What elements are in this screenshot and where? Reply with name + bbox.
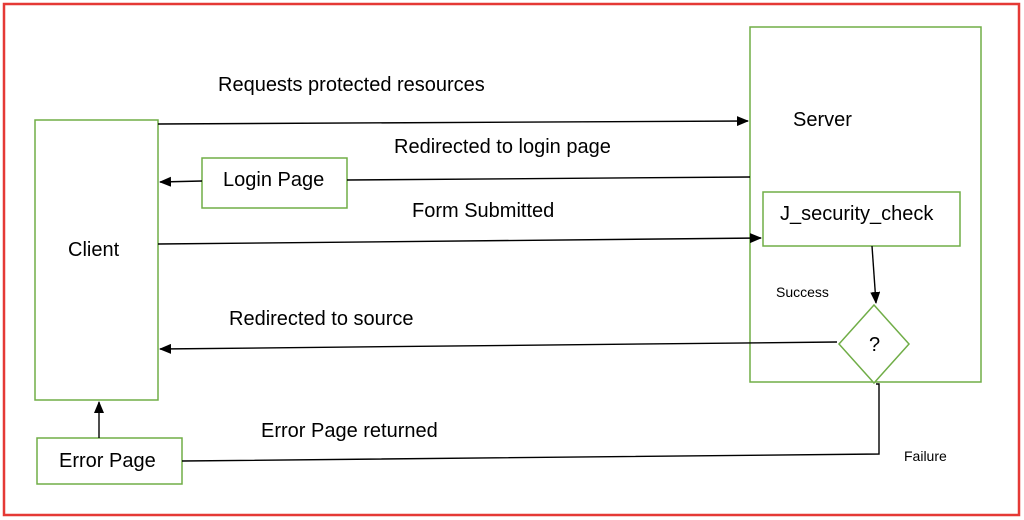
security-check-label: J_security_check: [780, 203, 934, 225]
form-submit-arrow: [157, 233, 762, 245]
server-label: Server: [793, 109, 852, 131]
client-label: Client: [68, 239, 120, 261]
login-redirect-line: [346, 176, 751, 181]
decision-diamond: [837, 303, 911, 385]
login-page-box: [201, 157, 348, 209]
client-box: [34, 119, 159, 401]
requests-protected-label: Requests protected resources: [218, 74, 485, 96]
request-arrow: [157, 116, 749, 127]
login-page-label: Login Page: [223, 169, 325, 191]
login-page-to-client-arrow: [159, 176, 203, 187]
redirected-source-label: Redirected to source: [229, 308, 414, 330]
check-to-decision-arrow: [870, 245, 881, 304]
error-page-label: Error Page: [59, 450, 156, 472]
form-submitted-label: Form Submitted: [412, 200, 555, 222]
redirected-login-label: Redirected to login page: [394, 136, 611, 158]
error-page-box: [36, 437, 183, 485]
error-returned-label: Error Page returned: [261, 420, 438, 442]
redirect-to-source-arrow: [159, 341, 838, 354]
failure-label: Failure: [904, 448, 947, 464]
failure-path-line: [181, 383, 880, 462]
success-label: Success: [776, 284, 829, 300]
decision-label: ?: [869, 334, 881, 356]
security-check-box: [762, 191, 961, 247]
